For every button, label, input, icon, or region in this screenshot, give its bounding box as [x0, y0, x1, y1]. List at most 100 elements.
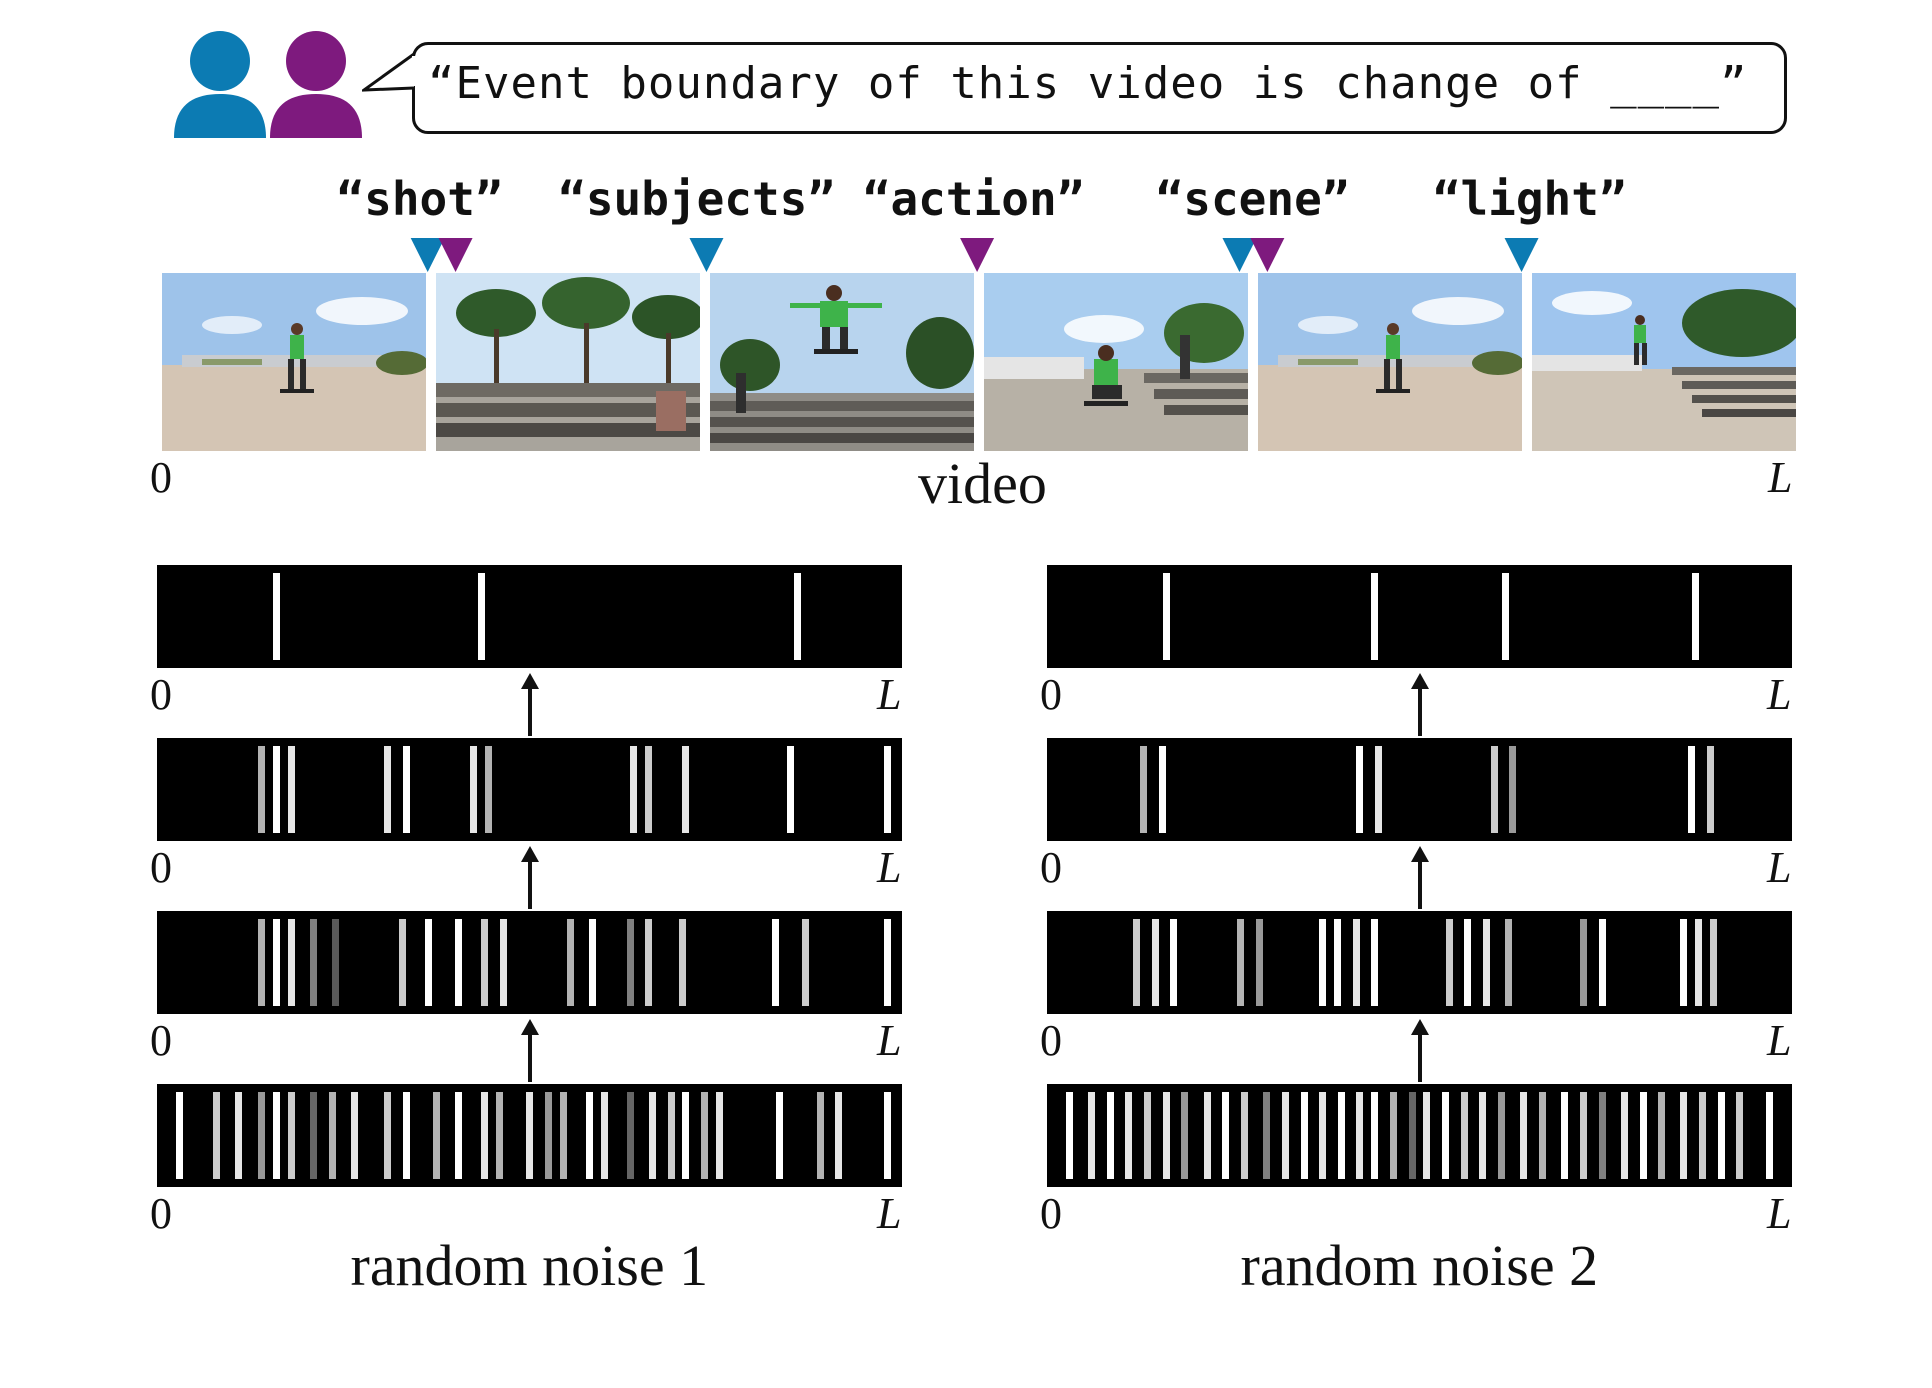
boundary-bar — [1680, 919, 1688, 1006]
boundary-bar — [1337, 1092, 1345, 1179]
boundary-bar — [1408, 1092, 1416, 1179]
strip-end-label: L — [1767, 1189, 1792, 1238]
speech-bubble-tail — [362, 52, 418, 92]
boundary-bar — [213, 1092, 221, 1179]
boundary-bar — [544, 1092, 552, 1179]
boundary-bar — [384, 746, 392, 833]
boundary-bar — [309, 919, 317, 1006]
boundary-bar — [667, 1092, 675, 1179]
boundary-strip — [1047, 738, 1792, 841]
strip-start-label: 0 — [1040, 1016, 1062, 1065]
boundary-bar — [350, 1092, 358, 1179]
boundary-bar — [1375, 746, 1383, 833]
boundary-bar — [559, 1092, 567, 1179]
boundary-bar — [715, 1092, 723, 1179]
boundary-bar — [287, 1092, 295, 1179]
boundary-bar — [235, 1092, 243, 1179]
boundary-bar — [1497, 1092, 1505, 1179]
boundary-strip — [1047, 911, 1792, 1014]
boundary-marker — [689, 238, 724, 272]
boundary-bar — [470, 746, 478, 833]
boundary-bar — [775, 1092, 783, 1179]
strip-end-label: L — [1767, 1016, 1792, 1065]
strip-start-label: 0 — [1040, 843, 1062, 892]
boundary-bar — [272, 573, 280, 660]
boundary-bar — [1158, 746, 1166, 833]
boundary-bar — [645, 919, 653, 1006]
boundary-bar — [1710, 919, 1718, 1006]
boundary-bar — [1334, 919, 1342, 1006]
boundary-bar — [1598, 1092, 1606, 1179]
boundary-bar — [1263, 1092, 1271, 1179]
noise-caption: random noise 2 — [1240, 1233, 1599, 1298]
boundary-bar — [1371, 919, 1379, 1006]
boundary-bar — [1162, 1092, 1170, 1179]
boundary-bar — [175, 1092, 183, 1179]
boundary-bar — [630, 746, 638, 833]
boundary-bar — [257, 919, 265, 1006]
boundary-bar — [1065, 1092, 1073, 1179]
video-label: video — [918, 451, 1047, 516]
boundary-bar — [1699, 1092, 1707, 1179]
boundary-markers — [410, 238, 1539, 272]
category-label: “subjects” — [558, 172, 836, 226]
noise-caption: random noise 1 — [350, 1233, 709, 1298]
category-label: “light” — [1432, 172, 1627, 226]
boundary-bar — [1255, 919, 1263, 1006]
strip-start-label: 0 — [150, 670, 172, 719]
boundary-bar — [481, 919, 489, 1006]
boundary-bar — [1140, 746, 1148, 833]
category-label: “shot” — [336, 172, 503, 226]
boundary-bar — [425, 919, 433, 1006]
strip-end-label: L — [1767, 843, 1792, 892]
boundary-bar — [1352, 919, 1360, 1006]
boundary-marker — [410, 238, 445, 272]
boundary-bar — [1579, 1092, 1587, 1179]
boundary-strip — [1047, 565, 1792, 668]
boundary-bar — [648, 1092, 656, 1179]
boundary-bar — [701, 1092, 709, 1179]
speech-bubble — [412, 42, 1787, 134]
strip-start-label: 0 — [150, 1016, 172, 1065]
boundary-bar — [1460, 1092, 1468, 1179]
boundary-bar — [585, 1092, 593, 1179]
boundary-bar — [589, 919, 597, 1006]
boundary-bar — [328, 1092, 336, 1179]
boundary-bar — [883, 919, 891, 1006]
boundary-bar — [645, 746, 653, 833]
boundary-bar — [1170, 919, 1178, 1006]
boundary-bar — [1464, 919, 1472, 1006]
boundary-bar — [403, 1092, 411, 1179]
boundary-marker — [438, 238, 473, 272]
boundary-bar — [332, 919, 340, 1006]
boundary-bar — [682, 746, 690, 833]
video-frame — [1258, 273, 1522, 451]
boundary-bar — [1423, 1092, 1431, 1179]
boundary-bar — [1717, 1092, 1725, 1179]
boundary-bar — [272, 919, 280, 1006]
boundary-bar — [1240, 1092, 1248, 1179]
boundary-bar — [1125, 1092, 1133, 1179]
boundary-bar — [1319, 1092, 1327, 1179]
boundary-bar — [1505, 919, 1513, 1006]
boundary-bar — [626, 919, 634, 1006]
boundary-bar — [682, 1092, 690, 1179]
boundary-bar — [883, 1092, 891, 1179]
strip-end-label: L — [877, 670, 902, 719]
boundary-bar — [1520, 1092, 1528, 1179]
video-end-label: L — [1768, 453, 1793, 502]
boundary-bar — [1598, 919, 1606, 1006]
category-label: “action” — [862, 172, 1085, 226]
video-frame — [436, 273, 700, 451]
boundary-bar — [481, 1092, 489, 1179]
up-arrow-icon — [520, 673, 539, 736]
boundary-bar — [1389, 1092, 1397, 1179]
boundary-bar — [272, 1092, 280, 1179]
person-icon — [174, 31, 266, 138]
boundary-bar — [1509, 746, 1517, 833]
boundary-bar — [1680, 1092, 1688, 1179]
video-start-label: 0 — [150, 453, 172, 502]
boundary-bar — [1706, 746, 1714, 833]
boundary-bar — [1132, 919, 1140, 1006]
boundary-bar — [1088, 1092, 1096, 1179]
